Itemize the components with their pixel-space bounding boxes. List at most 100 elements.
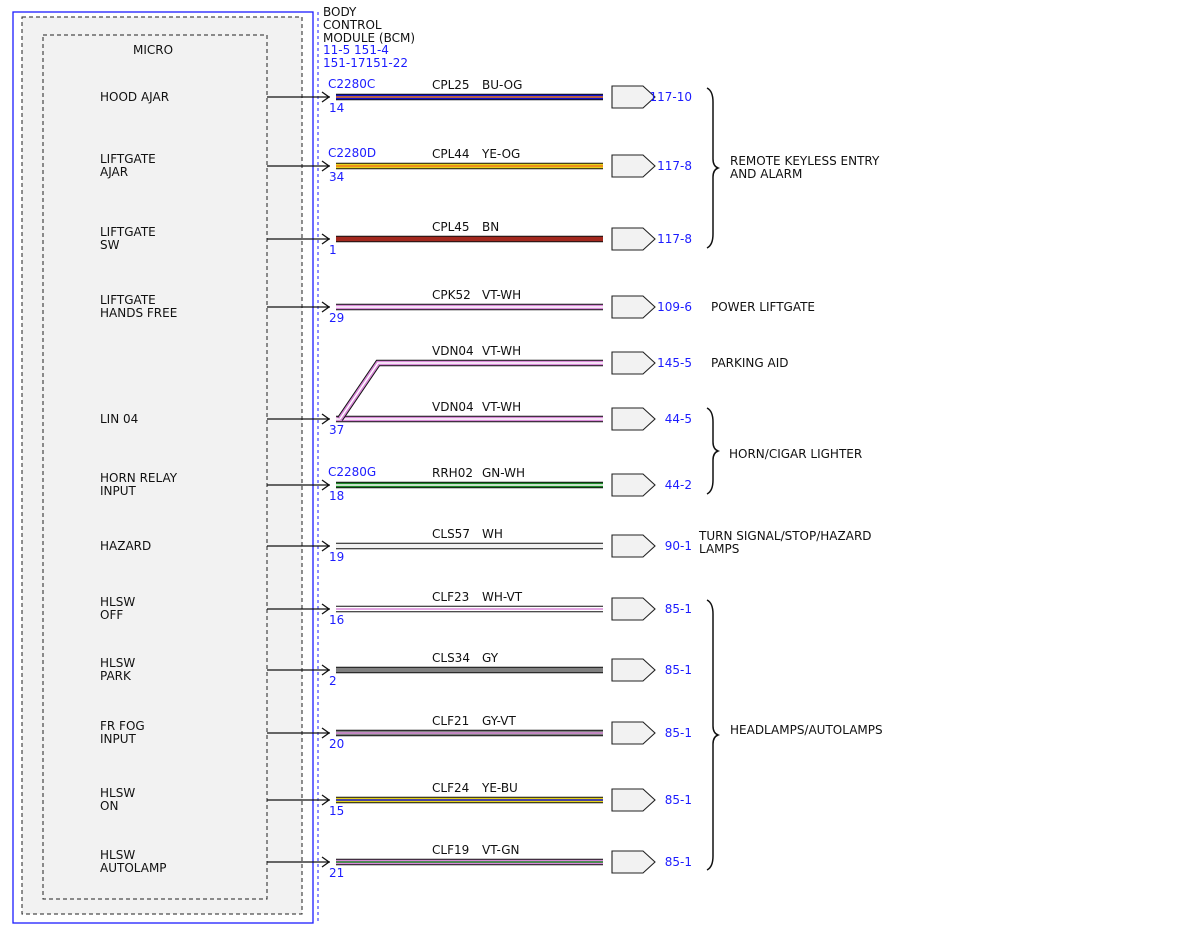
pin-number-label: 19	[329, 550, 344, 564]
wire-color-code-label: GY-VT	[482, 714, 516, 728]
pin-number-label: 18	[329, 489, 344, 503]
wire-color-code-label: WH-VT	[482, 590, 523, 604]
input-signal-label: INPUT	[100, 484, 137, 498]
circuit-number-label: VDN04	[432, 344, 474, 358]
pin-number-label: 14	[329, 101, 344, 115]
system-name-label: POWER LIFTGATE	[711, 300, 815, 314]
pin-number-label: 16	[329, 613, 344, 627]
input-signal-label: HLSW	[100, 848, 135, 862]
module-page-refs: 11-5 151-4 151-17151-22	[323, 43, 408, 70]
input-signal-label: SW	[100, 238, 120, 252]
connector-id-label: C2280D	[328, 146, 376, 160]
destination-page-ref: 85-1	[665, 726, 692, 740]
destination-connector-shape	[611, 721, 656, 745]
input-signal-label: LIN 04	[100, 412, 138, 426]
destination-page-ref: 117-8	[657, 232, 692, 246]
pin-number-label: 20	[329, 737, 344, 751]
wire-color-code-label: YE-OG	[481, 147, 520, 161]
circuit-number-label: CLF23	[432, 590, 469, 604]
circuit-number-label: CLF21	[432, 714, 469, 728]
input-signal-label: INPUT	[100, 732, 137, 746]
pin-number-label: 34	[329, 170, 344, 184]
module-ref-line: 11-5 151-4	[323, 43, 389, 57]
connector-pin-arrow	[321, 160, 331, 172]
pin-number-label: 37	[329, 423, 344, 437]
module-title-line: BODY	[323, 5, 357, 19]
destination-page-ref: 117-8	[657, 159, 692, 173]
input-signal-label: PARK	[100, 669, 132, 683]
input-signal-label: HAZARD	[100, 539, 151, 553]
connector-pin-arrow	[321, 413, 331, 425]
circuit-number-label: CLS34	[432, 651, 470, 665]
destination-connector-shape	[611, 154, 656, 178]
input-signal-label: HANDS FREE	[100, 306, 177, 320]
system-name-label: HORN/CIGAR LIGHTER	[729, 447, 862, 461]
destination-page-ref: 44-5	[665, 412, 692, 426]
input-signal-label: LIFTGATE	[100, 152, 156, 166]
input-signal-label: ON	[100, 799, 118, 813]
wire-color-code-label: VT-WH	[482, 400, 521, 414]
destination-page-ref: 145-5	[657, 356, 692, 370]
connector-id-label: C2280G	[328, 465, 376, 479]
circuit-number-label: CPK52	[432, 288, 471, 302]
pin-number-label: 2	[329, 674, 337, 688]
system-name-label: TURN SIGNAL/STOP/HAZARD	[698, 529, 872, 543]
module-title: BODY CONTROL MODULE (BCM)	[323, 5, 415, 45]
destination-page-ref: 109-6	[657, 300, 692, 314]
connector-pin-arrow	[321, 540, 331, 552]
system-name-label: PARKING AID	[711, 356, 789, 370]
input-signal-label: AJAR	[100, 165, 128, 179]
input-signal-label: HORN RELAY	[100, 471, 178, 485]
destination-connector-shape	[611, 788, 656, 812]
input-signal-label: HLSW	[100, 595, 135, 609]
destination-connector-shape	[611, 534, 656, 558]
connector-pin-arrow	[321, 479, 331, 491]
micro-label: MICRO	[133, 43, 173, 57]
input-signal-label: LIFTGATE	[100, 293, 156, 307]
wire-color-code-label: VT-WH	[482, 288, 521, 302]
system-group-brace	[706, 599, 721, 871]
pin-number-label: 21	[329, 866, 344, 880]
input-signal-label: AUTOLAMP	[100, 861, 167, 875]
destination-page-ref: 85-1	[665, 793, 692, 807]
destination-page-ref: 85-1	[665, 855, 692, 869]
wire-color-code-label: WH	[482, 527, 503, 541]
connector-pin-arrow	[321, 301, 331, 313]
connector-pin-arrow	[321, 233, 331, 245]
wire-color-code-label: BU-OG	[482, 78, 522, 92]
destination-connector-shape	[611, 227, 656, 251]
system-name-label: LAMPS	[699, 542, 739, 556]
input-signal-label: FR FOG	[100, 719, 145, 733]
connector-pin-arrow	[321, 664, 331, 676]
connector-pin-arrow	[321, 91, 331, 103]
circuit-number-label: CPL44	[432, 147, 470, 161]
wire-color-code-label: BN	[482, 220, 499, 234]
destination-page-ref: 117-10	[649, 90, 692, 104]
destination-connector-shape	[611, 351, 656, 375]
destination-connector-shape	[611, 407, 656, 431]
destination-page-ref: 85-1	[665, 602, 692, 616]
wire-color-code-label: GN-WH	[482, 466, 525, 480]
module-ref-line: 151-17151-22	[323, 56, 408, 70]
micro-dashed-box	[42, 34, 268, 900]
circuit-number-label: CLF24	[432, 781, 469, 795]
connector-pin-arrow	[321, 794, 331, 806]
destination-connector-shape	[611, 85, 656, 109]
connector-id-label: C2280C	[328, 77, 375, 91]
destination-connector-shape	[611, 658, 656, 682]
system-name-label: AND ALARM	[730, 167, 802, 181]
input-signal-label: OFF	[100, 608, 123, 622]
circuit-number-label: CPL45	[432, 220, 470, 234]
system-group-brace	[706, 407, 721, 495]
